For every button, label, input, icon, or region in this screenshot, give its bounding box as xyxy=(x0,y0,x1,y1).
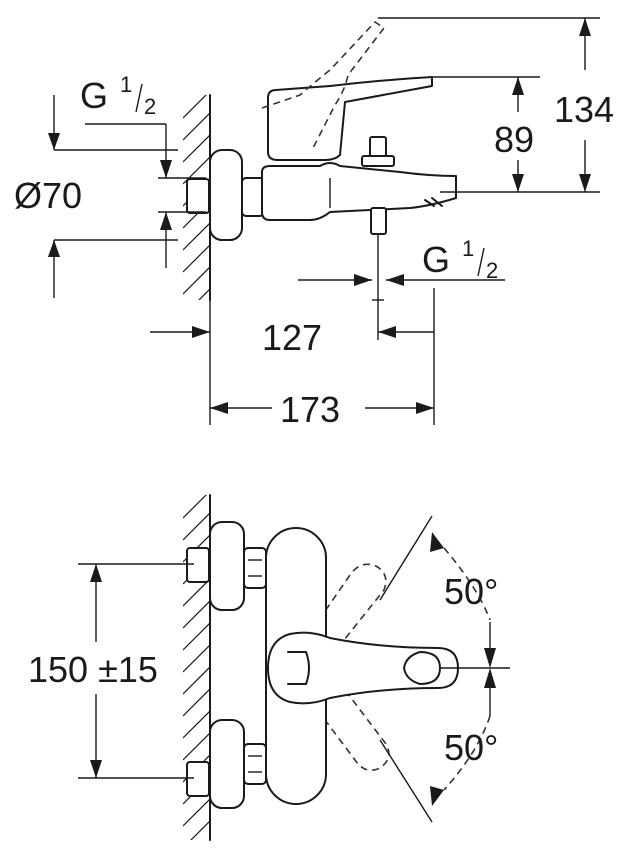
thread-dimension-top xyxy=(85,123,172,268)
front-view: 150 ±15 50° 50° xyxy=(28,494,510,841)
angle-arc-up xyxy=(379,515,496,668)
diameter-label: Ø70 xyxy=(14,175,82,216)
upper-connector xyxy=(186,521,267,611)
thread-label-top-num: 1 xyxy=(120,72,132,97)
side-view: G 1 2 Ø70 134 89 G 1 2 127 173 xyxy=(14,17,614,430)
height-total-label: 134 xyxy=(554,89,614,130)
thread-label-bottom: G 1 2 xyxy=(422,236,498,283)
diameter-dimension xyxy=(48,95,206,298)
thread-label-bottom-den: 2 xyxy=(486,258,498,283)
height-spout-label: 89 xyxy=(494,119,534,160)
thread-label-top: G 1 2 xyxy=(80,72,156,119)
lever-front xyxy=(267,631,459,705)
depth-total-label: 173 xyxy=(280,389,340,430)
wall-rosette xyxy=(186,149,265,241)
thread-label-bottom-main: G xyxy=(422,239,450,280)
spacing-dimension xyxy=(78,563,194,779)
thread-label-bottom-num: 1 xyxy=(462,236,474,261)
diverter-knob xyxy=(361,136,395,167)
thread-label-top-den: 2 xyxy=(144,94,156,119)
thread-label-top-main: G xyxy=(80,75,108,116)
mixer-body xyxy=(261,162,457,221)
lever-tilted-dashed xyxy=(261,20,386,151)
depth-dimension xyxy=(209,300,434,425)
angle-arc-down xyxy=(379,667,510,823)
height-dimensions xyxy=(378,17,600,193)
bottom-outlet xyxy=(370,207,387,301)
angle-up-label: 50° xyxy=(444,571,498,612)
lower-connector xyxy=(186,719,267,809)
aerator xyxy=(424,197,443,207)
thread-dimension-bottom xyxy=(298,274,505,286)
spacing-label: 150 ±15 xyxy=(28,649,158,690)
spout-reach-label: 127 xyxy=(262,317,322,358)
reach-dimension xyxy=(150,288,435,425)
lever-positions-dashed xyxy=(304,563,390,771)
angle-down-label: 50° xyxy=(444,727,498,768)
lever-handle xyxy=(267,76,433,161)
